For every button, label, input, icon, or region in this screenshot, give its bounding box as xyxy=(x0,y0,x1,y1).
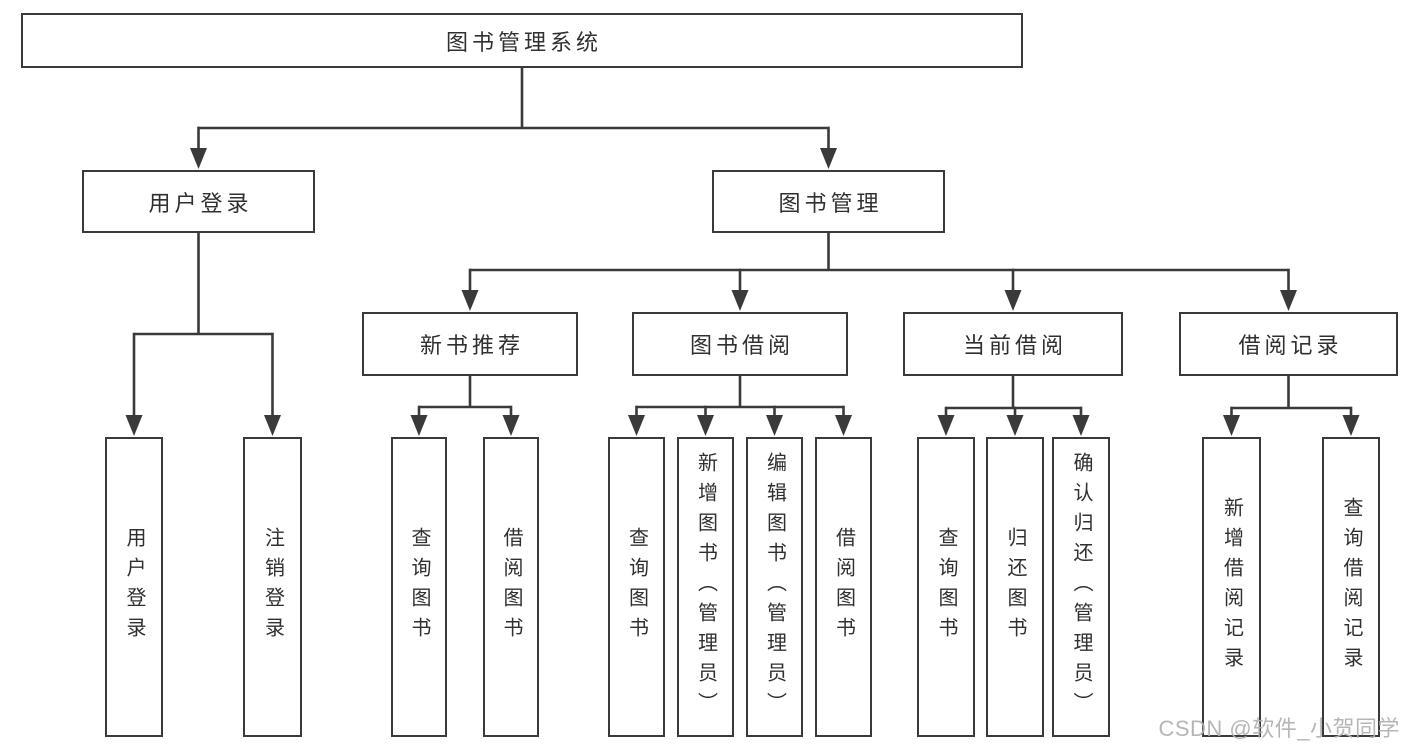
node-label: 查询图书 xyxy=(625,527,648,647)
node-br-add: 新增借阅记录 xyxy=(1202,437,1261,737)
node-user-login: 用户登录 xyxy=(82,170,315,233)
arrowhead-icon xyxy=(264,415,281,436)
arrowhead-icon xyxy=(766,415,783,436)
node-label: 查询借阅记录 xyxy=(1340,497,1362,677)
arrowhead-icon xyxy=(1004,290,1022,311)
arrowhead-icon xyxy=(1072,415,1090,436)
node-label: 注销登录 xyxy=(261,527,284,647)
node-label: 归还图书 xyxy=(1004,527,1026,647)
node-label: 图书借阅 xyxy=(689,333,794,358)
node-bb-add: 新增图书（管理员） xyxy=(677,437,734,737)
node-label: 借阅图书 xyxy=(832,527,855,647)
node-label: 查询图书 xyxy=(935,527,957,647)
node-bb-borrow: 借阅图书 xyxy=(815,437,872,737)
node-current-borrow: 当前借阅 xyxy=(903,312,1123,376)
arrowhead-icon xyxy=(937,415,955,436)
node-bb-query: 查询图书 xyxy=(608,437,665,737)
arrowhead-icon xyxy=(461,290,479,311)
arrowhead-icon xyxy=(1006,415,1024,436)
arrowhead-icon xyxy=(1342,415,1360,436)
node-label: 图书管理系统 xyxy=(445,29,602,55)
node-label: 新书推荐 xyxy=(419,333,524,358)
node-root: 图书管理系统 xyxy=(21,13,1023,68)
arrowhead-icon xyxy=(697,415,714,436)
arrowhead-icon xyxy=(410,415,428,436)
node-cb-query: 查询图书 xyxy=(917,437,975,737)
node-new-book-rec: 新书推荐 xyxy=(362,312,578,376)
node-label: 查询图书 xyxy=(408,527,430,647)
node-label: 新增借阅记录 xyxy=(1220,497,1243,677)
arrowhead-icon xyxy=(125,415,143,436)
node-label: 当前借阅 xyxy=(962,333,1067,358)
node-cb-return: 归还图书 xyxy=(986,437,1044,737)
node-label: 新增图书（管理员） xyxy=(694,452,717,722)
arrowhead-icon xyxy=(1280,290,1297,311)
node-book-borrow: 图书借阅 xyxy=(632,312,848,376)
node-label: 用户登录 xyxy=(123,527,145,647)
node-nb-query: 查询图书 xyxy=(391,437,447,737)
node-book-mgmt: 图书管理 xyxy=(712,170,945,233)
node-label: 图书管理 xyxy=(778,190,883,216)
arrowhead-icon xyxy=(820,148,837,169)
arrowhead-icon xyxy=(1223,415,1240,436)
node-nb-borrow: 借阅图书 xyxy=(483,437,539,737)
node-borrow-record: 借阅记录 xyxy=(1179,312,1398,376)
node-label: 借阅图书 xyxy=(500,527,522,647)
arrowhead-icon xyxy=(628,415,645,436)
node-login-user: 用户登录 xyxy=(105,437,163,737)
csdn-watermark: CSDN @软件_小贺同学 xyxy=(1158,716,1400,741)
arrowhead-icon xyxy=(835,415,852,436)
node-label: 借阅记录 xyxy=(1238,333,1343,358)
node-label: 编辑图书（管理员） xyxy=(763,452,786,722)
arrowhead-icon xyxy=(731,290,749,311)
arrowhead-icon xyxy=(190,148,207,169)
node-br-query: 查询借阅记录 xyxy=(1322,437,1380,737)
node-label: 确认归还（管理员） xyxy=(1070,452,1092,722)
node-cb-confirm: 确认归还（管理员） xyxy=(1052,437,1110,737)
arrowhead-icon xyxy=(502,415,520,436)
node-bb-edit: 编辑图书（管理员） xyxy=(746,437,803,737)
node-login-logout: 注销登录 xyxy=(243,437,302,737)
node-label: 用户登录 xyxy=(148,190,253,216)
